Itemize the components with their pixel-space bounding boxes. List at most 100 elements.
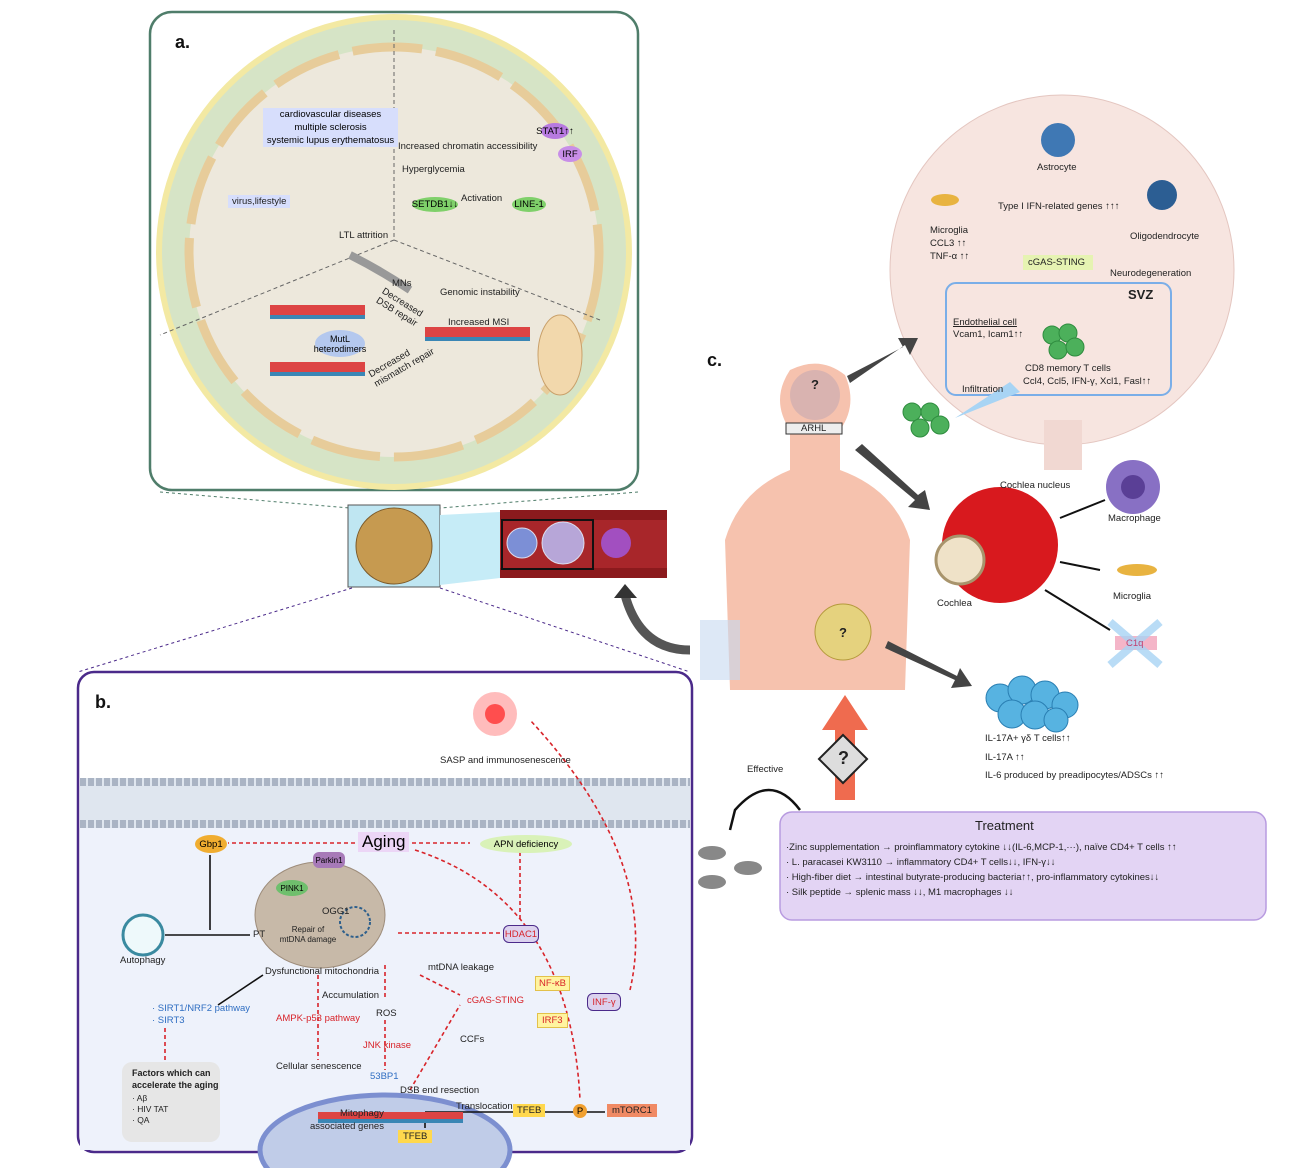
adipose-question: ? (839, 625, 847, 640)
cgas-sting-box (1023, 255, 1093, 270)
activation-label: Activation (461, 193, 503, 204)
factors-box (122, 1062, 220, 1142)
ltl-label: LTL attrition (339, 230, 389, 241)
cochlea-nucleus-label: Cochlea nucleus (1000, 480, 1071, 491)
mns-label: MNs (392, 278, 412, 289)
treatment-item: · Silk peptide → splenic mass ↓↓, M1 mac… (786, 887, 1014, 898)
t-cell-cluster (985, 675, 1079, 733)
adipose-icon (814, 603, 872, 661)
ifn-genes-label: Type I IFN-related genes ↑↑↑ (998, 201, 1120, 212)
panel-b-label: b. (95, 692, 111, 712)
c1q-label: C1q (1126, 638, 1144, 649)
il6-label: IL-6 produced by preadipocytes/ADSCs ↑↑ (985, 770, 1165, 781)
parkin-badge: Parkin1 (313, 852, 345, 868)
tfeb-nucleus-badge: TFEB (398, 1130, 433, 1144)
factors-title: accelerate the aging (132, 1080, 219, 1090)
dysfunctional-label: Dysfunctional mitochondria (265, 966, 380, 977)
irf3-badge: IRF3 (537, 1013, 568, 1029)
aging-label: Aging (358, 832, 410, 852)
hyperglycemia-label: Hyperglycemia (402, 164, 465, 175)
hdac1-badge: HDAC1 (503, 925, 539, 943)
dna-a (270, 305, 365, 315)
msi-label: Increased MSI (448, 317, 510, 328)
line1-badge: LINE-1 (512, 197, 546, 212)
astrocyte-icon (1041, 123, 1075, 157)
mtorc1-badge: mTORC1 (607, 1104, 657, 1118)
vcam-label: Vcam1, Icam1↑↑ (953, 329, 1024, 340)
ros-label: ROS (376, 1008, 397, 1019)
cd8-cells (1042, 323, 1085, 360)
ampk-label: AMPK-p53 pathway (276, 1013, 360, 1024)
gbp1-badge: Gbp1 (195, 835, 227, 853)
nfkb-badge: NF-κB (535, 976, 570, 992)
factor-item: · QA (132, 1115, 150, 1125)
factor-item: · HIV TAT (132, 1104, 169, 1114)
pink1-badge: PINK1 (276, 880, 308, 896)
factors-title: Factors which can (132, 1068, 211, 1078)
ccl3-label: CCL3 ↑↑ (930, 238, 967, 249)
cochlea-icon (934, 534, 986, 586)
mitophagy-label: Mitophagy (340, 1108, 384, 1119)
mitochondrion (254, 861, 386, 969)
il17a-label: IL-17A ↑↑ (985, 752, 1025, 763)
macrophage-label: Macrophage (1108, 513, 1161, 524)
senescence-label: Cellular senescence (276, 1061, 362, 1072)
sirt1-label: · SIRT1/NRF2 pathway (152, 1003, 251, 1014)
tfeb-badge: TFEB (513, 1104, 546, 1118)
effective-label: Effective (747, 764, 784, 775)
mtdna-leakage-label: mtDNA leakage (428, 962, 495, 973)
phospho-badge: P (573, 1104, 587, 1118)
microglia-label: Microglia (1113, 591, 1152, 602)
panel-c-label: c. (707, 350, 723, 370)
virus-label: virus,lifestyle (228, 195, 291, 209)
panel-a-label: a. (175, 32, 191, 52)
microglia-icon (1117, 564, 1157, 576)
disease-text: systemic lupus erythematosus (266, 135, 395, 146)
microglia-brain-icon (931, 194, 959, 206)
pt-label: PT (253, 929, 266, 940)
ogg1-label: OGG1 (322, 906, 350, 917)
infiltration-label: Infiltration (962, 384, 1004, 395)
autophagy-icon (121, 913, 165, 957)
mitophagy-genes-label: associated genes (310, 1121, 384, 1132)
stat1-badge: STAT1↑↑ (536, 123, 574, 139)
irf-badge: IRF (558, 146, 582, 162)
tnf-label: TNF-α ↑↑ (930, 251, 970, 262)
mutl-badge: MutL heterodimers (314, 330, 366, 357)
chromatin-label: Increased chromatin accessibility (398, 141, 538, 152)
astrocyte-label: Astrocyte (1037, 162, 1077, 173)
setdb1-badge: SETDB1↓↓ (411, 197, 459, 212)
endothelial-label: Endothelial cell (953, 317, 1017, 328)
mice-icon (698, 846, 762, 889)
cd8-label: CD8 memory T cells (1025, 363, 1111, 374)
genomic-label: Genomic instability (440, 287, 520, 298)
cochlea-label: Cochlea (937, 598, 972, 609)
treatment-item: ·Zinc supplementation → proinflammatory … (786, 842, 1177, 853)
infg-badge: INF-γ (587, 993, 621, 1011)
brain-question: ? (811, 377, 819, 392)
oligodendrocyte-label: Oligodendrocyte (1130, 231, 1200, 242)
sirt3-label: · SIRT3 (152, 1015, 185, 1026)
svz-label: SVZ (1128, 287, 1154, 302)
svz-box (945, 282, 1172, 396)
oligodendrocyte-icon (1147, 180, 1177, 210)
treatment-question: ? (838, 748, 849, 768)
dsb-resection-label: DSB end resection (400, 1085, 480, 1096)
question-diamond (817, 733, 869, 785)
disease-text: multiple sclerosis (294, 122, 367, 133)
jnk-label: JNK kinase (363, 1040, 412, 1051)
human-body (725, 363, 910, 690)
disease-text: cardiovascular diseases (279, 109, 382, 120)
autophagy-label: Autophagy (120, 955, 166, 966)
cgas-sting-label: cGAS-STING (467, 995, 525, 1006)
cell-membrane (80, 778, 690, 828)
treatment-item: · High-fiber diet → intestinal butyrate-… (786, 872, 1160, 883)
arhl-label: ARHL (801, 423, 827, 434)
cd8-genes-label: Ccl4, Ccl5, IFN-γ, Xcl1, Fasl↑↑ (1023, 376, 1152, 387)
apn-badge: APN deficiency (480, 835, 572, 853)
accumulation-label: Accumulation (322, 990, 380, 1001)
treatment-title: Treatment (975, 818, 1034, 833)
treatment-box (779, 811, 1267, 921)
big-arrows (847, 338, 972, 688)
